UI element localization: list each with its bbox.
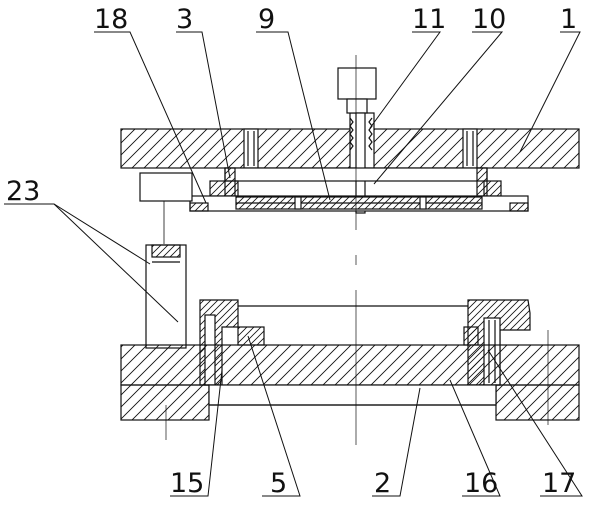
guide-post-23 — [145, 244, 187, 349]
label-9: 9 — [258, 4, 275, 35]
label-18: 18 — [94, 4, 128, 35]
label-3: 3 — [176, 4, 193, 35]
label-15: 15 — [170, 468, 204, 499]
part-labels: 18 3 9 11 10 1 23 15 5 2 16 17 — [6, 4, 577, 499]
label-16: 16 — [464, 468, 498, 499]
part-9-plate — [235, 196, 483, 210]
center-lines — [165, 55, 549, 445]
label-11: 11 — [412, 4, 446, 35]
label-5: 5 — [270, 468, 287, 499]
lower-base-plate-2 — [120, 344, 580, 421]
part-11-cylinder — [337, 67, 377, 214]
leader-lines — [4, 31, 583, 497]
upper-plate — [120, 112, 580, 169]
label-17: 17 — [542, 468, 576, 499]
label-2: 2 — [374, 468, 391, 499]
label-23: 23 — [6, 176, 40, 207]
guide-block-23-upper — [139, 172, 193, 244]
label-10: 10 — [472, 4, 506, 35]
label-1: 1 — [560, 4, 577, 35]
